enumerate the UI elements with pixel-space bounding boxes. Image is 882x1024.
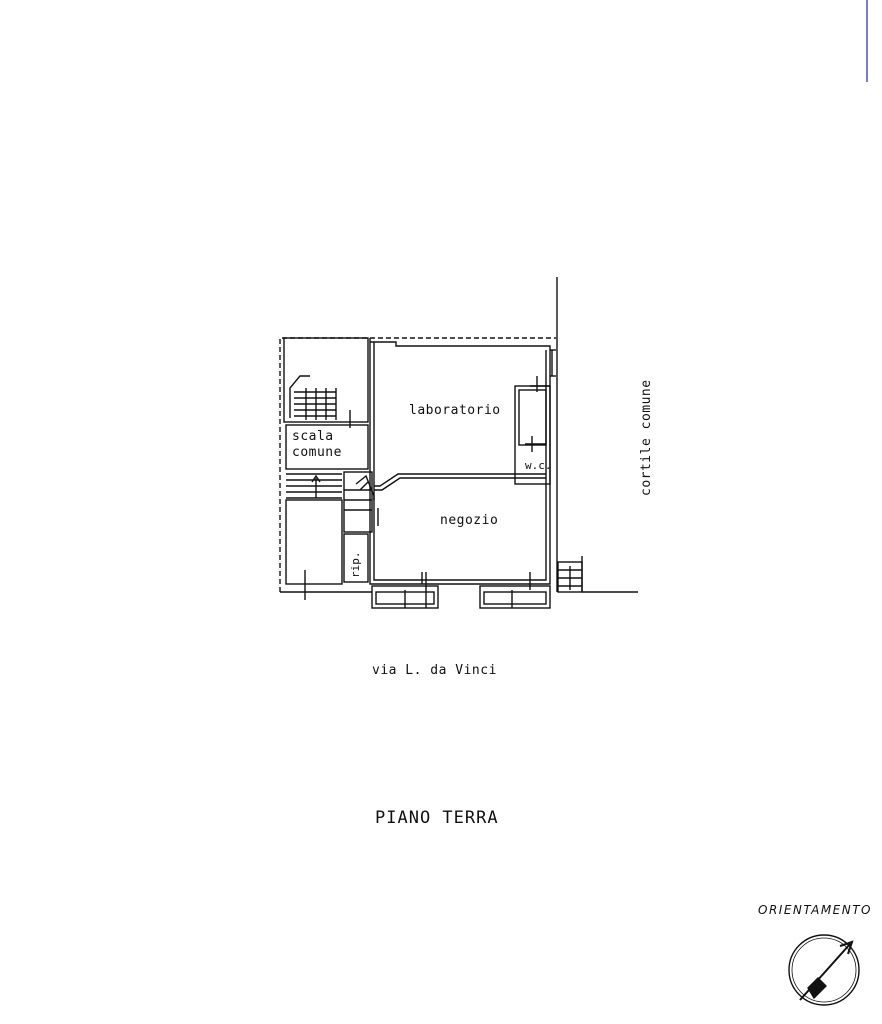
room-label-scala-line2: comune [292, 445, 342, 460]
left-lower-room [285, 499, 343, 585]
property-boundary-dashed [279, 337, 556, 592]
room-label-wc: w.c. [525, 459, 552, 472]
courtyard-label: cortile comune [639, 379, 654, 496]
page-edge-marker [866, 0, 868, 82]
room-label-laboratorio: laboratorio [409, 403, 501, 418]
room-label-scala-line1: scala [292, 429, 334, 444]
plan-title: PIANO TERRA [375, 808, 499, 828]
orientation-label: ORIENTAMENTO [758, 903, 873, 917]
room-label-negozio: negozio [440, 513, 499, 528]
ripostiglio-room [343, 533, 369, 583]
stair-shaft-upper [283, 337, 369, 423]
doorstep-right [479, 585, 551, 609]
stair-steps-lower [286, 473, 342, 499]
partition-wall [374, 473, 546, 487]
room-label-ripostiglio: rip. [349, 551, 362, 579]
north-arrow-icon [799, 940, 854, 1001]
stair-steps-upper [289, 375, 337, 420]
main-unit-outline [369, 338, 551, 585]
courtyard-steps [557, 556, 638, 593]
compass-icon [788, 934, 860, 1006]
stair-small [343, 471, 373, 533]
main-unit-inner [373, 342, 547, 581]
street-label: via L. da Vinci [372, 663, 497, 678]
stair-landing-box [285, 424, 369, 470]
